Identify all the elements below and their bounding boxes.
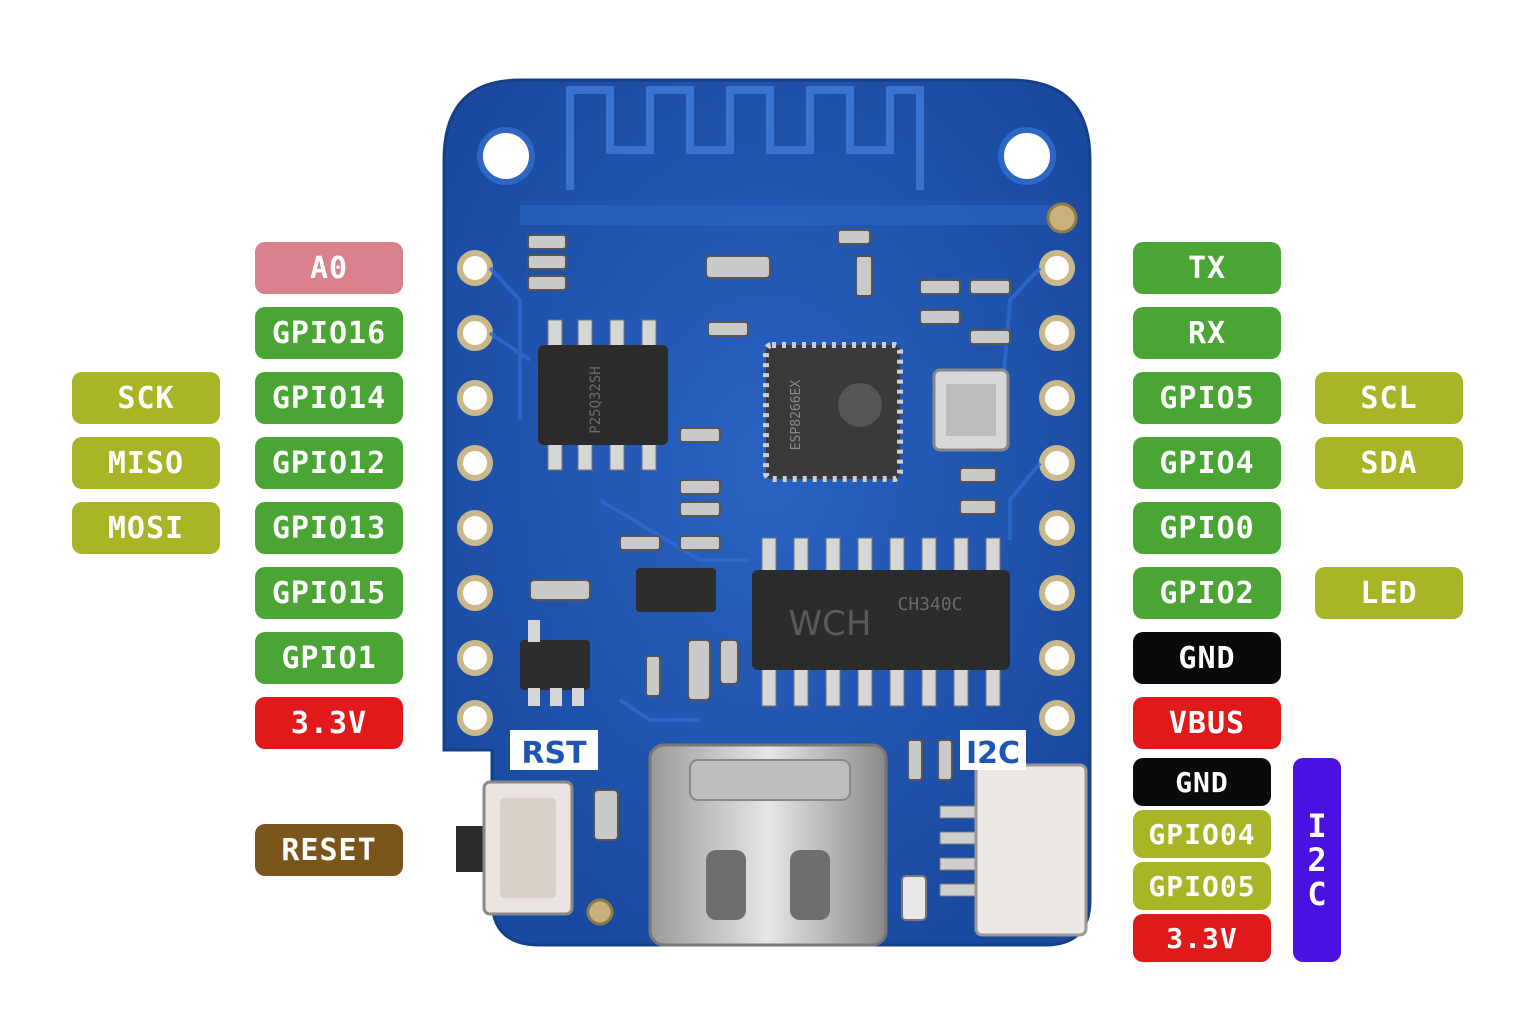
- svg-text:WCH: WCH: [789, 604, 872, 644]
- mounting-hole: [998, 127, 1056, 185]
- smd-passives: [527, 229, 1011, 841]
- pin-label-gpio4: GPIO4: [1133, 437, 1281, 489]
- alt-label-miso: MISO: [72, 437, 220, 489]
- alt-label-led: LED: [1315, 567, 1463, 619]
- alt-label-mosi: MOSI: [72, 502, 220, 554]
- left-header-holes: [457, 250, 493, 736]
- svg-text:ESP8266EX: ESP8266EX: [789, 380, 804, 451]
- pin-label-gpio5: GPIO5: [1133, 372, 1281, 424]
- pin-label-gpio15: GPIO15: [255, 567, 403, 619]
- pin-label-gpio1: GPIO1: [255, 632, 403, 684]
- reset-label: RESET: [255, 824, 403, 876]
- alt-label-scl: SCL: [1315, 372, 1463, 424]
- svg-text:CH340C: CH340C: [897, 594, 962, 615]
- pin-label-a0: A0: [255, 242, 403, 294]
- silkscreen-rst: RST: [521, 736, 587, 771]
- pin-label-gpio13: GPIO13: [255, 502, 403, 554]
- i2c-letter: C: [1307, 875, 1327, 913]
- esp8266-chip: ESP8266EX: [763, 342, 903, 482]
- right-header-holes: [1039, 250, 1075, 736]
- pin-label-gnd-right: GND: [1133, 632, 1281, 684]
- pin-label-gpio12: GPIO12: [255, 437, 403, 489]
- pin-label-gpio0: GPIO0: [1133, 502, 1281, 554]
- i2c-letter: 2: [1307, 841, 1327, 879]
- pin-label-vbus: VBUS: [1133, 697, 1281, 749]
- i2c-label-gpio05: GPIO05: [1133, 862, 1271, 910]
- pin-label-gpio16: GPIO16: [255, 307, 403, 359]
- silkscreen-i2c: I2C: [966, 736, 1020, 771]
- flash-chip: P25Q32SH: [538, 319, 668, 471]
- i2c-label-gnd: GND: [1133, 758, 1271, 806]
- i2c-connector: [939, 763, 1088, 937]
- pin-label-tx: TX: [1133, 242, 1281, 294]
- ch340-chip: WCH CH340C: [752, 537, 1010, 707]
- antenna-trace: [566, 86, 924, 190]
- pin-label-3v3-left: 3.3V: [255, 697, 403, 749]
- pin-label-gpio2: GPIO2: [1133, 567, 1281, 619]
- alt-label-sda: SDA: [1315, 437, 1463, 489]
- i2c-label-gpio04: GPIO04: [1133, 810, 1271, 858]
- i2c-bus-label: I 2 C: [1293, 758, 1341, 962]
- pin-label-gpio14: GPIO14: [255, 372, 403, 424]
- pin-label-rx: RX: [1133, 307, 1281, 359]
- svg-text:P25Q32SH: P25Q32SH: [588, 366, 604, 433]
- usb-c-connector: [648, 743, 888, 947]
- alt-label-sck: SCK: [72, 372, 220, 424]
- mounting-hole: [477, 127, 535, 185]
- i2c-letter: I: [1307, 807, 1327, 845]
- i2c-label-3v3: 3.3V: [1133, 914, 1271, 962]
- reset-button-part: [456, 780, 574, 916]
